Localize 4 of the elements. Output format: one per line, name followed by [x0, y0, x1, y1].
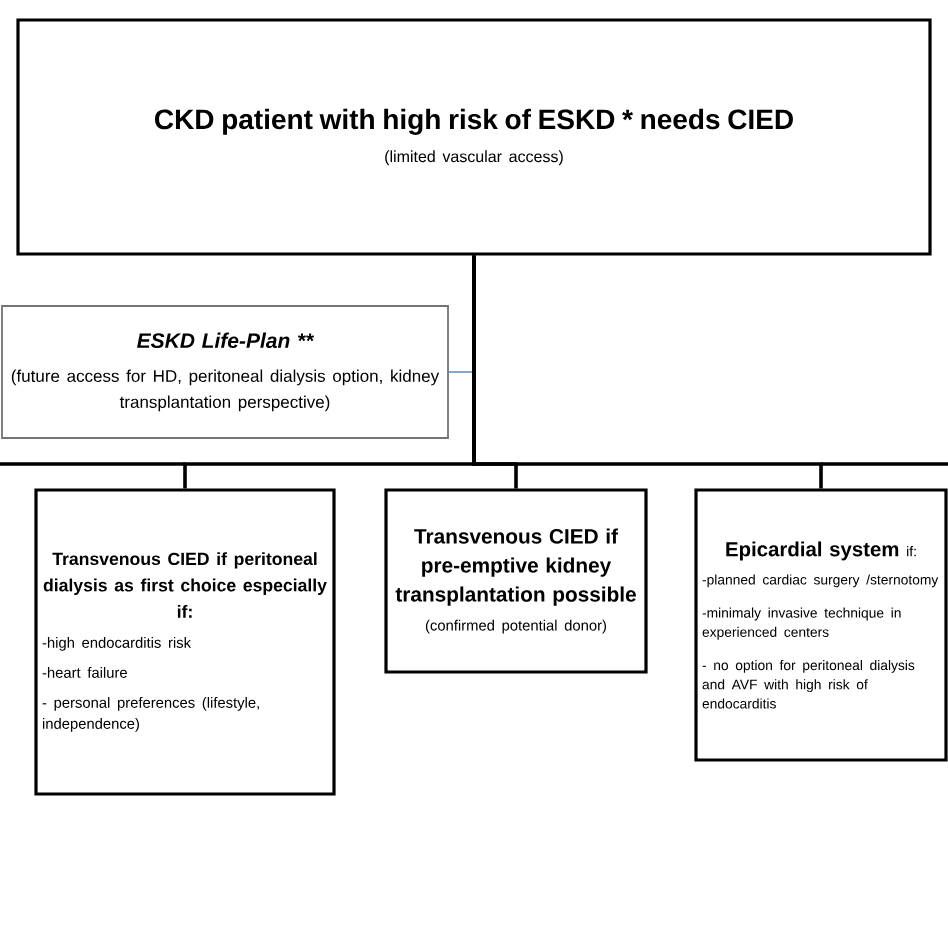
connector-line: [448, 371, 475, 373]
plan-box: ESKD Life-Plan ** (future access for HD, peritoneal dialysis option, kidney transplantation perspective): [1, 305, 449, 439]
heading-box: CKD patient with high risk of ESKD * needs CIED (limited vascular access): [16, 18, 932, 256]
connector-line: [472, 255, 823, 489]
